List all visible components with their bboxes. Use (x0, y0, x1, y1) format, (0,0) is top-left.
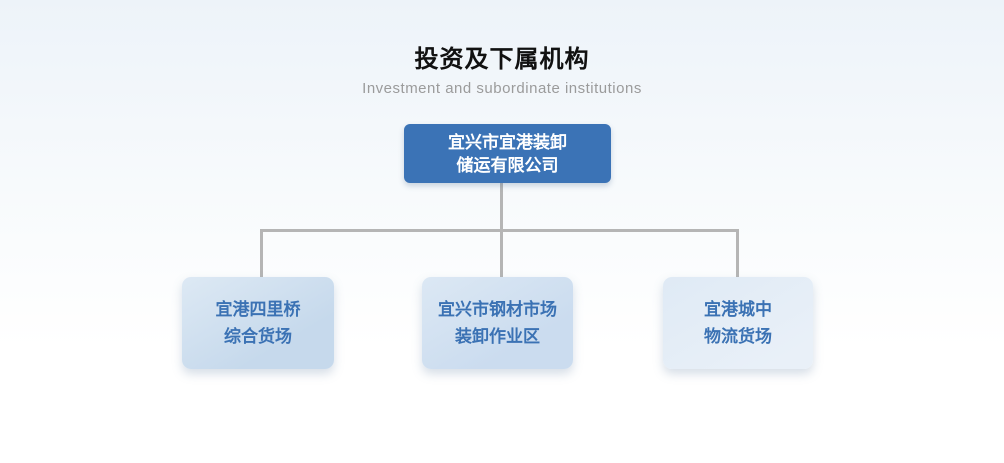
org-node-child-line2: 装卸作业区 (455, 327, 540, 346)
org-node-child-line1: 宜兴市钢材市场 (438, 300, 557, 319)
connector-drop-center (500, 229, 503, 277)
org-node-root-line1: 宜兴市宜港装卸 (448, 132, 567, 152)
org-node-root: 宜兴市宜港装卸 储运有限公司 (404, 124, 611, 183)
page-header: 投资及下属机构 Investment and subordinate insti… (0, 46, 1004, 98)
connector-drop-right (736, 229, 739, 277)
org-node-child-line2: 综合货场 (224, 327, 292, 346)
org-node-child-line1: 宜港城中 (704, 300, 772, 319)
page-title: 投资及下属机构 (414, 46, 590, 73)
connector-drop-left (260, 229, 263, 277)
org-node-child-line1: 宜港四里桥 (215, 300, 301, 319)
org-node-root-line2: 储运有限公司 (456, 155, 559, 175)
org-node-child-line2: 物流货场 (704, 327, 772, 346)
org-node-child-siliqiao: 宜港四里桥 综合货场 (182, 277, 334, 369)
connector-root-drop (500, 183, 503, 231)
org-node-child-chengzhong: 宜港城中 物流货场 (663, 277, 813, 369)
page-subtitle: Investment and subordinate institutions (362, 80, 642, 97)
connector-horizontal (260, 229, 739, 232)
org-node-child-steel-market: 宜兴市钢材市场 装卸作业区 (422, 277, 573, 369)
